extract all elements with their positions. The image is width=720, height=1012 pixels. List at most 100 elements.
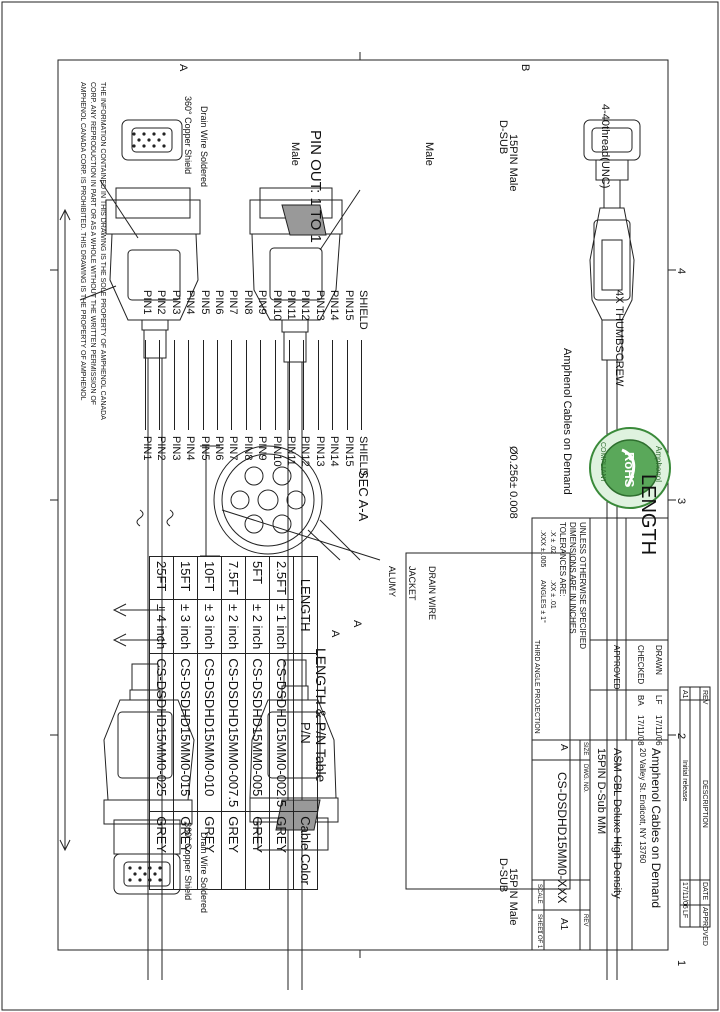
drain-wire-label: DRAIN WIRE [427, 566, 437, 620]
zone-ref-3: 3 [675, 498, 687, 505]
rohs-inner-text: RoHS [622, 452, 637, 488]
part-number: CS-DSDHD15MM0-XXX [555, 772, 569, 904]
pn-table-cell: GREY [149, 811, 174, 890]
pn-table-cell: 15FT [173, 556, 198, 600]
pinout-right-pin: PIN14 [328, 290, 341, 321]
pn-table-cell: GREY [173, 811, 198, 890]
note-line: THE INFORMATION CONTAINED IN THIS DRAWIN… [99, 82, 106, 420]
projection-note: THIRD ANGLE PROJECTION [533, 640, 540, 734]
checked-label: CHECKED [636, 645, 645, 685]
alumy-label: ALUMY [387, 566, 397, 598]
pn-table-cell: GREY [221, 811, 246, 890]
jacket-label: JACKET [407, 566, 417, 601]
diameter-label: Ø0.256± 0.008 [507, 446, 519, 519]
pn-table-cell: 25FT [149, 556, 174, 600]
pinout-right-pin: PIN4 [184, 290, 197, 315]
revision-header: APPROVED [701, 907, 708, 946]
pinout-left-pin: PIN12 [299, 436, 312, 467]
pinout-right-pin: PIN11 [285, 290, 297, 320]
pinout-right-pin: PIN3 [169, 290, 182, 315]
pinout-right-pin: PIN2 [155, 290, 168, 315]
pinout-left-pin: SHIELD [357, 436, 369, 476]
zone-ref-4: 4 [675, 268, 687, 275]
pinout-left-pin: PIN7 [227, 436, 240, 461]
pin-left-label: 15PIN Male [507, 134, 519, 192]
pn-table-cell: CS-DSDHD15MM0-010 [197, 653, 222, 812]
approved-label: APPROVED [612, 645, 621, 690]
rohs-outer-text: Amphenol [654, 446, 663, 483]
rohs-bottom-text: COMPLIANT [599, 442, 606, 483]
thread-label: 4-40thread(UNC) [599, 104, 611, 189]
section-label: SEC A-A [356, 470, 371, 522]
pn-header-cell: Cable Color [293, 811, 318, 890]
zone-ref-2: 2 [675, 733, 687, 740]
pinout-left-pin: PIN3 [169, 436, 182, 461]
revision-header: DESCRIPTION [701, 780, 708, 828]
pinout-right-pin: PIN5 [198, 290, 211, 315]
pn-table-cell: GREY [197, 811, 222, 890]
pn-table-cell: GREY [245, 811, 270, 890]
drawn-by: LF [654, 695, 663, 705]
pinout-left-pin: PIN6 [213, 436, 225, 461]
thumbscrew-label: 4X THUMBSCREW [613, 290, 625, 387]
pinout-right-pin: PIN15 [342, 290, 355, 321]
pinout-line [332, 340, 334, 430]
tolerance-value: .X ± .02 [549, 530, 556, 555]
pinout-line [217, 340, 218, 430]
revision-cell: 17/11/06 [681, 882, 688, 909]
pinout-line [188, 340, 190, 430]
revision-cell: Initial release [681, 760, 688, 802]
pinout-left-pin: PIN1 [141, 436, 153, 461]
pn-header-cell: LENGTH [293, 556, 318, 654]
pinout-left-pin: PIN15 [342, 436, 355, 467]
pn-table-cell: CS-DSDHD15MM0-025 [149, 653, 174, 812]
checked-date: 17/11/08 [636, 715, 645, 746]
pinout-left-pin: PIN13 [313, 436, 326, 467]
section-arrow-a: A [329, 630, 341, 638]
zone-ref-1: 1 [675, 960, 687, 967]
scale-label: SCALE [536, 884, 542, 904]
pinout-left-pin: PIN9 [256, 436, 269, 461]
pinout-right-pin: PIN10 [270, 290, 283, 321]
pn-table-cell: CS-DSDHD15MM0-002.5 [269, 653, 294, 812]
size-value: A [558, 744, 569, 751]
pinout-line [303, 340, 305, 430]
cable-print-label: Amphenol Cables on Demand [561, 348, 573, 495]
pinout-right-pin: PIN13 [313, 290, 326, 321]
pinout-left-pin: PIN10 [270, 436, 283, 467]
pn-table-cell: 10FT [197, 556, 222, 600]
pn-table-cell: 7.5FT [221, 556, 246, 600]
pinout-line [274, 340, 276, 430]
tolerance-value: .XX ± .01 [549, 580, 556, 609]
pinout-line [346, 340, 348, 430]
pinout-right-pin: PIN8 [241, 290, 254, 315]
pinout-left-header: Male [289, 142, 301, 166]
shield-left-label: 360° Copper Shield [183, 96, 193, 175]
pinout-right-pin: SHIELD [357, 290, 369, 330]
pn-table-cell: CS-DSDHD15MM0-015 [173, 653, 198, 812]
pinout-right-pin: PIN6 [213, 290, 225, 315]
length-label: LENGTH [637, 474, 659, 556]
pinout-right-pin: PIN7 [227, 290, 240, 315]
pinout-right-header: Male [423, 142, 435, 166]
pinout-line [159, 340, 161, 430]
pn-table-cell: 5FT [245, 556, 270, 600]
pin-right-label: 15PIN Male [507, 868, 519, 926]
note-line: CORP. ANY REPRODUCTION IN PART OR AS A W… [89, 82, 96, 406]
pinout-line [231, 340, 233, 430]
rohs-seal [589, 427, 671, 509]
rev-label: REV [582, 914, 588, 927]
pn-table-cell: GREY [269, 811, 294, 890]
rev-value: A1 [558, 918, 569, 931]
tolerance-value: .XXX ± .005 [539, 530, 546, 568]
